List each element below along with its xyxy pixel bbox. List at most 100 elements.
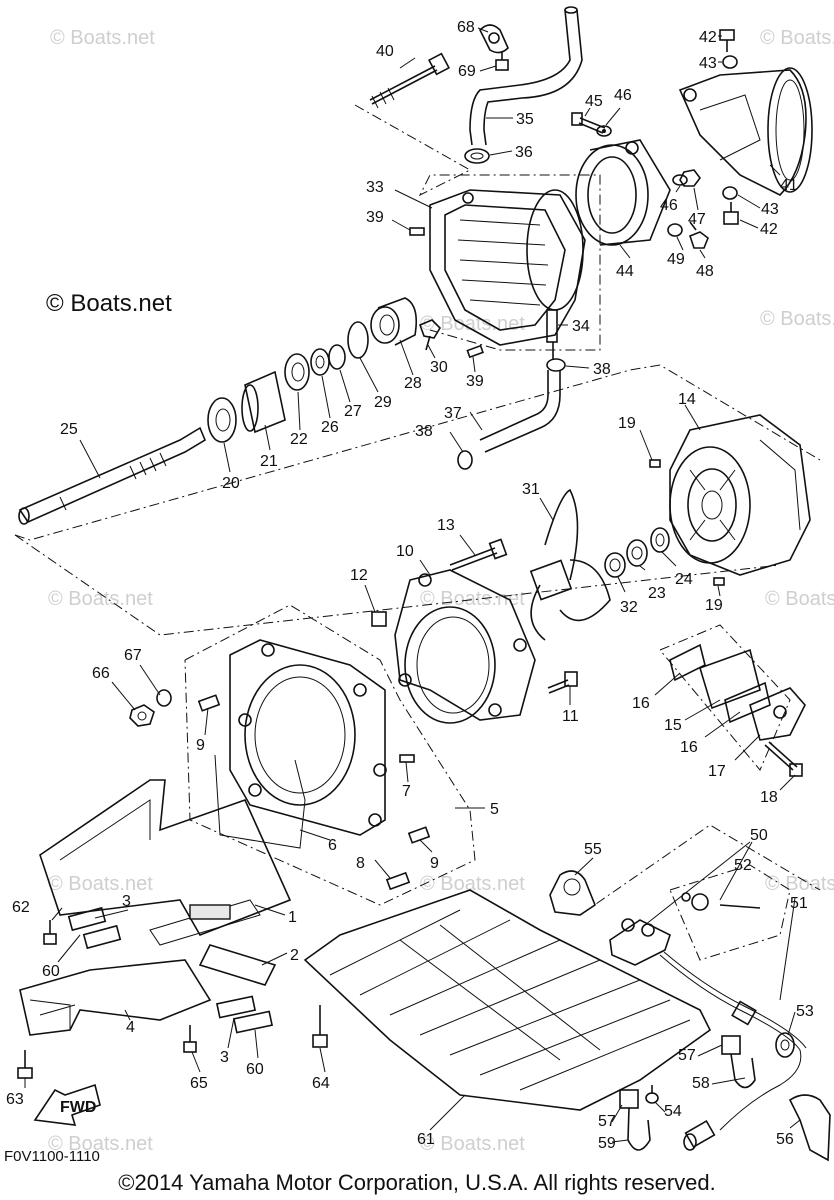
callout-22: 22 <box>290 431 308 448</box>
watermark: © Boats.net <box>50 27 155 49</box>
callout-31: 31 <box>522 481 540 498</box>
callout-36: 36 <box>515 144 533 161</box>
callout-20: 20 <box>222 475 240 492</box>
pin-34 <box>546 309 558 343</box>
clip-36 <box>464 148 490 164</box>
nut-38-upper <box>546 342 566 372</box>
callout-67: 67 <box>124 647 142 664</box>
watermark: © Boats.net <box>760 308 834 330</box>
gasket-6 <box>214 754 306 849</box>
callout-42-upper: 42 <box>699 29 717 46</box>
collar-49 <box>667 223 683 237</box>
bearing-housing-28 <box>370 297 418 346</box>
watermark: © Boats.net <box>765 873 834 895</box>
callout-6: 6 <box>328 837 337 854</box>
callout-33: 33 <box>366 179 384 196</box>
stud-8 <box>385 871 411 891</box>
callout-35: 35 <box>516 111 534 128</box>
callout-10: 10 <box>396 543 414 560</box>
callout-numbers: 40 68 69 35 36 33 39 34 38 45 46 46 47 4… <box>6 19 814 1152</box>
washer-46-lower <box>672 174 688 186</box>
callout-30: 30 <box>430 359 448 376</box>
plate-15 <box>699 648 761 710</box>
callout-16-upper: 16 <box>632 695 650 712</box>
bearing-27 <box>328 344 346 370</box>
seal-23 <box>626 539 648 567</box>
callout-68: 68 <box>457 19 475 36</box>
callout-14: 14 <box>678 391 696 408</box>
callout-61: 61 <box>417 1131 435 1148</box>
screw-54 <box>645 1085 659 1104</box>
callout-49: 49 <box>667 251 685 268</box>
callout-69: 69 <box>458 63 476 80</box>
callout-32: 32 <box>620 599 638 616</box>
callout-48: 48 <box>696 263 714 280</box>
oring-29 <box>347 321 369 359</box>
clip-57-lower <box>619 1089 651 1151</box>
callout-44: 44 <box>616 263 634 280</box>
callout-7: 7 <box>402 783 411 800</box>
callout-56: 56 <box>776 1131 794 1148</box>
bolt-42-lower <box>723 202 739 225</box>
callout-8: 8 <box>356 855 365 872</box>
watermark: © Boats.net <box>420 1133 525 1155</box>
callout-55: 55 <box>584 841 602 858</box>
washer-46-upper <box>596 125 612 137</box>
collar-43-lower <box>722 186 738 200</box>
hose-35 <box>469 6 583 146</box>
spacer-3-lower <box>215 995 274 1034</box>
callout-1: 1 <box>288 909 297 926</box>
callout-19-lower: 19 <box>705 597 723 614</box>
stud-9-upper <box>197 694 221 712</box>
clamp-68 <box>479 24 509 54</box>
bar-2 <box>198 944 277 986</box>
callout-3-lower: 3 <box>220 1049 229 1066</box>
callout-39-lower: 39 <box>466 373 484 390</box>
callout-11: 11 <box>562 708 579 725</box>
bolt-13 <box>449 538 508 571</box>
collar-12 <box>371 611 387 627</box>
bolt-30 <box>418 319 442 351</box>
impeller-31 <box>529 488 611 641</box>
callout-51: 51 <box>790 895 808 912</box>
clamp-56 <box>788 1094 831 1162</box>
fwd-label: FWD <box>60 1099 96 1116</box>
intake-duct-5 <box>229 639 387 836</box>
seal-24 <box>650 527 670 553</box>
fwd-arrow: FWD <box>33 1083 101 1126</box>
bolt-64 <box>312 1005 328 1048</box>
bracket-4 <box>19 959 212 1036</box>
bolt-48 <box>689 221 709 249</box>
leader-lines <box>24 27 801 1143</box>
callout-26: 26 <box>321 419 339 436</box>
callout-21: 21 <box>260 453 278 470</box>
watermark: © Boats.net <box>765 588 834 610</box>
callout-18: 18 <box>760 789 778 806</box>
bearing-22 <box>284 353 310 391</box>
callout-64: 64 <box>312 1075 330 1092</box>
callout-23: 23 <box>648 585 666 602</box>
callout-54: 54 <box>664 1103 682 1120</box>
callout-60-lower: 60 <box>246 1061 264 1078</box>
pump-housing-14 <box>669 414 811 576</box>
callout-60-upper: 60 <box>42 963 60 980</box>
watermark: © Boats.net <box>420 588 525 610</box>
stud-9-lower <box>407 826 431 844</box>
callout-46-upper: 46 <box>614 87 632 104</box>
callout-12: 12 <box>350 567 368 584</box>
callout-39-upper: 39 <box>366 209 384 226</box>
spacer-3-upper <box>67 906 122 950</box>
bolt-42-upper <box>719 29 735 52</box>
pin-39-upper <box>409 227 425 236</box>
bracket-1 <box>39 779 292 946</box>
callout-17: 17 <box>708 763 726 780</box>
callout-52: 52 <box>734 857 752 874</box>
callout-24: 24 <box>675 571 693 588</box>
bolt-62 <box>43 920 57 945</box>
pin-19-lower <box>713 577 725 586</box>
washer-67 <box>156 689 172 707</box>
callout-66: 66 <box>92 665 110 682</box>
bolt-18 <box>764 741 803 777</box>
callout-15: 15 <box>664 717 682 734</box>
